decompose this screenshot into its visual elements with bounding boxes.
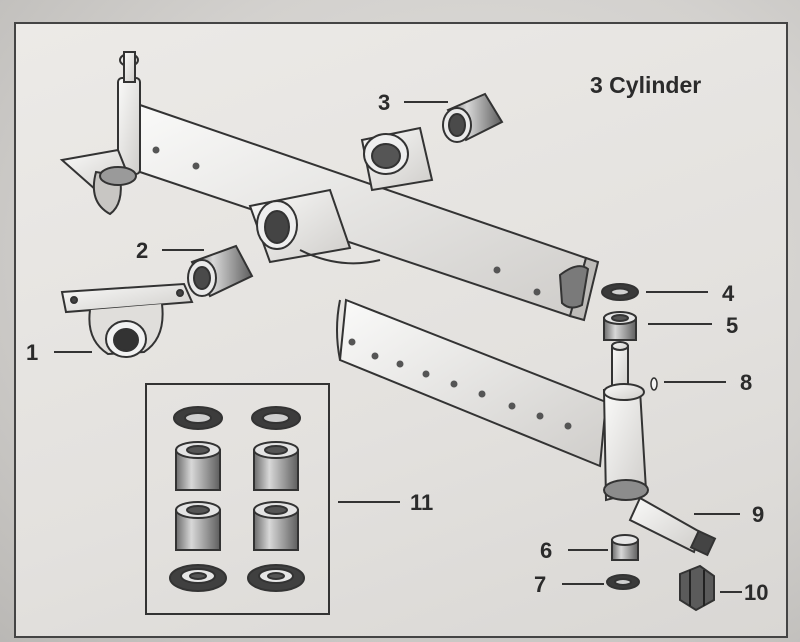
top-boss xyxy=(360,126,434,192)
callout-10: 10 xyxy=(744,580,769,605)
callout-7: 7 xyxy=(534,572,547,597)
part-4-seal xyxy=(601,283,639,301)
callout-2: 2 xyxy=(136,238,149,263)
callout-6: 6 xyxy=(540,538,553,563)
axle-beam xyxy=(126,103,600,322)
kit-washer xyxy=(169,564,227,592)
callout-9: 9 xyxy=(752,502,765,527)
kit-washer xyxy=(247,564,305,592)
callout-11: 11 xyxy=(410,490,434,515)
kit-bushing xyxy=(253,441,299,491)
kit-bushing xyxy=(175,501,221,551)
kit-bushing xyxy=(253,501,299,551)
callout-3: 3 xyxy=(378,90,391,115)
part-3-bushing xyxy=(442,92,504,143)
extension-arm xyxy=(336,298,608,468)
part-11-kit xyxy=(145,383,330,615)
part-5-bushing xyxy=(603,311,637,341)
part-6-bushing xyxy=(611,534,639,561)
part-8-pin xyxy=(650,377,658,391)
callout-8: 8 xyxy=(740,370,753,395)
diagram-title: 3 Cylinder xyxy=(590,72,702,98)
part-7-washer xyxy=(606,574,640,590)
part-10-nut xyxy=(679,564,715,612)
callout-4: 4 xyxy=(722,281,735,306)
kit-seal xyxy=(251,406,301,430)
left-spindle xyxy=(59,51,141,216)
part-1-bracket xyxy=(60,282,194,358)
callout-1: 1 xyxy=(26,340,39,365)
callout-5: 5 xyxy=(726,313,739,338)
kit-bushing xyxy=(175,441,221,491)
kit-seal xyxy=(173,406,223,430)
part-2-bushing xyxy=(187,244,254,298)
leader-lines xyxy=(54,101,742,593)
pivot-boss xyxy=(248,188,381,265)
part-9-spindle xyxy=(602,341,717,557)
